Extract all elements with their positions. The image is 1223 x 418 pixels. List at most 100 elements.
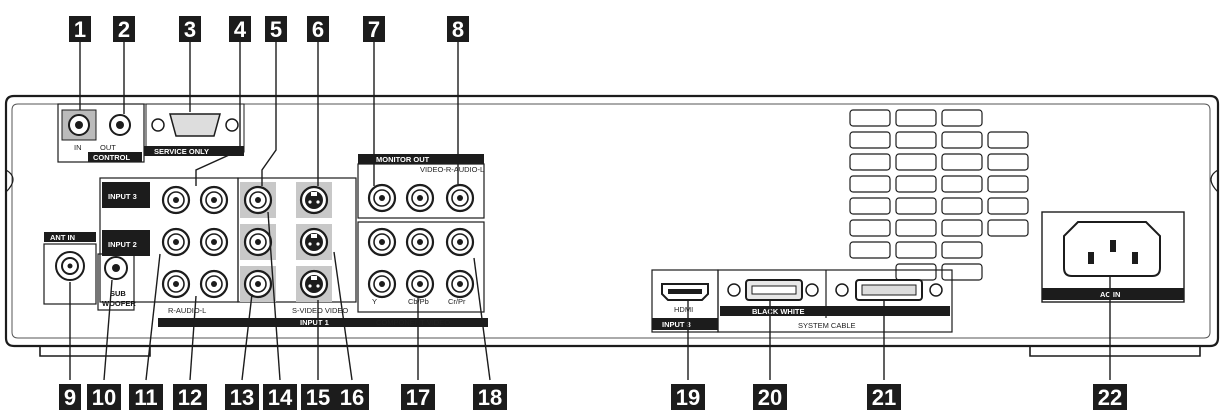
input2-audio-l-jack[interactable] <box>199 227 229 257</box>
black-white-label: BLACK WHITE <box>752 307 805 316</box>
antenna-section: ANT IN SUB WOOFER <box>43 232 136 311</box>
badge-8-text: 8 <box>452 17 464 42</box>
system-cable-black-connector[interactable] <box>727 279 819 301</box>
badge-6: 6 <box>307 16 329 42</box>
badge-4: 4 <box>229 16 251 42</box>
badge-3: 3 <box>179 16 201 42</box>
badge-1: 1 <box>69 16 91 42</box>
system-cable-label: SYSTEM CABLE <box>798 321 856 330</box>
leader-line <box>103 279 113 381</box>
badge-5: 5 <box>265 16 287 42</box>
badge-13: 13 <box>225 384 259 410</box>
vent-slot <box>941 219 983 237</box>
vent-slot <box>849 197 891 215</box>
input2-component-cb-jack[interactable] <box>405 227 435 257</box>
system-cable-white-connector[interactable] <box>835 279 943 301</box>
subwoofer-label-2: WOOFER <box>102 299 136 308</box>
component-cr-label: Cr/Pr <box>448 297 466 306</box>
ac-in-socket[interactable] <box>1063 221 1161 277</box>
vent-slot <box>941 153 983 171</box>
badge-2: 2 <box>113 16 135 42</box>
leader-line <box>189 295 197 381</box>
vent-slot <box>941 263 983 281</box>
hdmi-port[interactable] <box>661 283 709 301</box>
monitor-out-audio-r-jack[interactable] <box>405 183 435 213</box>
service-port[interactable]: SERVICE ONLY <box>144 103 245 156</box>
input1-component-cr-jack[interactable] <box>445 269 475 299</box>
vent-slot <box>849 219 891 237</box>
badge-10-text: 10 <box>92 385 116 410</box>
badge-21: 21 <box>867 384 901 410</box>
vent-slot <box>895 197 937 215</box>
monitor-out-header: MONITOR OUT VIDEO-R-AUDIO-L <box>358 154 484 174</box>
vent-slot <box>941 109 983 127</box>
input1-component-cb-jack[interactable] <box>405 269 435 299</box>
vent-slot <box>987 219 1029 237</box>
control-out-jack[interactable] <box>109 114 131 136</box>
badge-15: 15 <box>301 384 335 410</box>
r-audio-l-label: R-AUDIO-L <box>168 306 206 315</box>
badge-12-text: 12 <box>178 385 202 410</box>
input1-video-jack[interactable] <box>240 266 276 302</box>
badge-17-text: 17 <box>406 385 430 410</box>
badge-1-text: 1 <box>74 17 86 42</box>
vent-slot <box>849 109 891 127</box>
badge-18: 18 <box>473 384 507 410</box>
badge-2-text: 2 <box>118 17 130 42</box>
input3-audio-r-jack[interactable] <box>161 185 191 215</box>
badge-13-text: 13 <box>230 385 254 410</box>
component-video-label: COMPONENT VIDEO <box>376 318 450 327</box>
control-label: CONTROL <box>93 153 130 162</box>
input2-label: INPUT 2 <box>108 240 137 249</box>
input3-s-video-jack[interactable] <box>296 182 332 218</box>
control-in-jack[interactable] <box>61 109 97 141</box>
badge-8: 8 <box>447 16 469 42</box>
badge-20-text: 20 <box>758 385 782 410</box>
monitor-out-label: MONITOR OUT <box>376 155 430 164</box>
input1-s-video-jack[interactable] <box>296 266 332 302</box>
hdmi-input3-label: INPUT 3 <box>662 320 691 329</box>
vent-slot <box>895 175 937 193</box>
input2-audio-r-jack[interactable] <box>161 227 191 257</box>
badge-18-text: 18 <box>478 385 502 410</box>
vent-slot <box>849 175 891 193</box>
leader-line <box>261 36 277 186</box>
hdmi-label: HDMI <box>674 305 693 314</box>
input1-audio-l-jack[interactable] <box>199 269 229 299</box>
badge-19-text: 19 <box>676 385 700 410</box>
input3-audio-l-jack[interactable] <box>199 185 229 215</box>
badge-7-text: 7 <box>368 17 380 42</box>
input1-label: INPUT 1 <box>300 318 329 327</box>
badge-21-text: 21 <box>872 385 896 410</box>
badge-10: 10 <box>87 384 121 410</box>
input2-component-y-jack[interactable] <box>367 227 397 257</box>
vent-slot <box>941 131 983 149</box>
ant-in-jack[interactable] <box>55 251 85 281</box>
vent-slot <box>895 109 937 127</box>
leader-line <box>195 36 241 186</box>
control-in-label: IN <box>74 143 82 152</box>
subwoofer-jack[interactable] <box>97 253 135 311</box>
input3-video-jack[interactable] <box>240 182 276 218</box>
service-only-label: SERVICE ONLY <box>154 147 209 156</box>
component-y-label: Y <box>372 297 377 306</box>
badge-12: 12 <box>173 384 207 410</box>
badge-22: 22 <box>1093 384 1127 410</box>
system-cable-section: BLACK WHITE SYSTEM CABLE <box>717 269 953 333</box>
badge-11: 11 <box>129 384 163 410</box>
input2-component-cr-jack[interactable] <box>445 227 475 257</box>
vent-slot <box>895 153 937 171</box>
input1-audio-r-jack[interactable] <box>161 269 191 299</box>
badge-4-text: 4 <box>234 17 247 42</box>
monitor-out-video-jack[interactable] <box>367 183 397 213</box>
monitor-out-audio-l-jack[interactable] <box>445 183 475 213</box>
subwoofer-label-1: SUB <box>110 289 126 298</box>
input2-s-video-jack[interactable] <box>296 224 332 260</box>
monitor-out-video-audio-label: VIDEO-R-AUDIO-L <box>420 165 484 174</box>
vent-slot <box>895 241 937 259</box>
leader-line <box>267 211 281 381</box>
input3-label: INPUT 3 <box>108 192 137 201</box>
input2-video-jack[interactable] <box>240 224 276 260</box>
input1-component-y-jack[interactable] <box>367 269 397 299</box>
